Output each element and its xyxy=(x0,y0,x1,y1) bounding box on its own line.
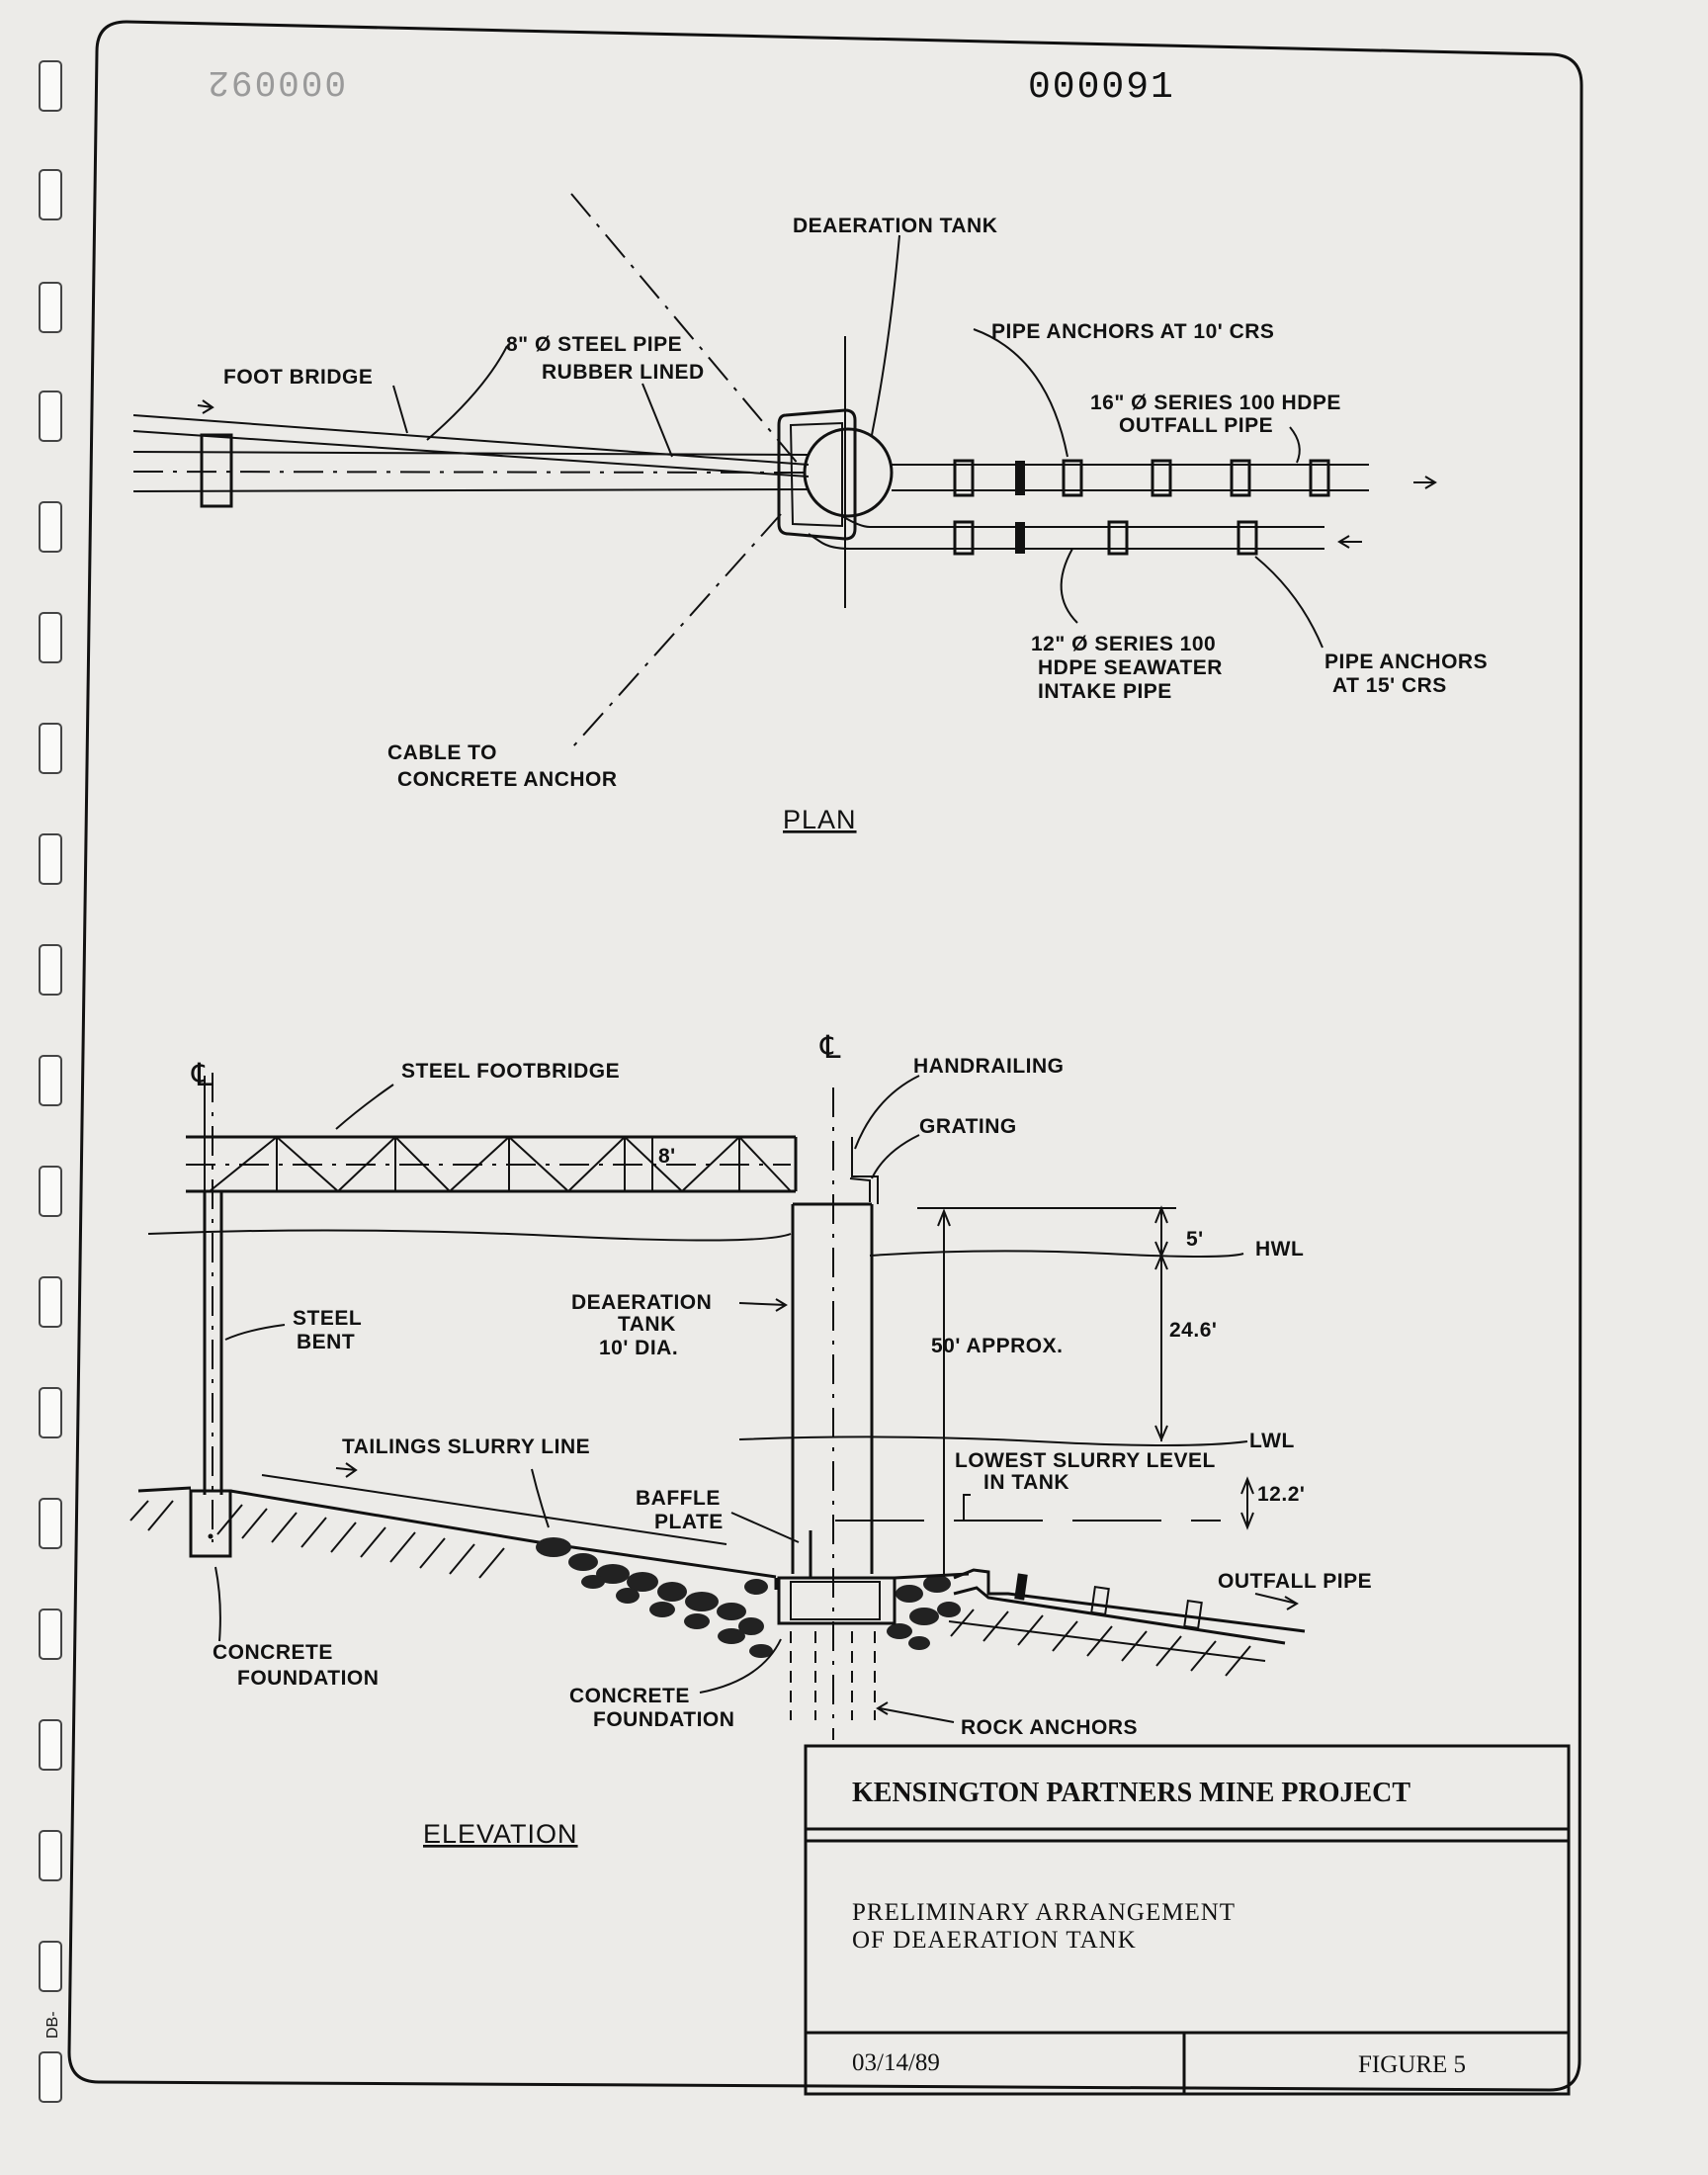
title-block-figure: FIGURE 5 xyxy=(1358,2051,1466,2078)
centerline-symbol-left: ℄ xyxy=(191,1057,213,1092)
centerline-symbol-tank: ℄ xyxy=(819,1029,841,1065)
elevation-labels: ℄ ℄ STEEL FOOTBRIDGE HANDRAILING GRATING… xyxy=(191,1029,1372,1849)
elevation-view xyxy=(129,1073,1306,1740)
label-hwl: HWL xyxy=(1255,1238,1304,1261)
label-in-tank: IN TANK xyxy=(983,1471,1069,1494)
label-50-approx: 50' APPROX. xyxy=(931,1335,1063,1357)
label-intake-pipe-size: 12" Ø SERIES 100 xyxy=(1031,633,1216,655)
plan-view xyxy=(132,193,1437,747)
label-steel-pipe: 8" Ø STEEL PIPE xyxy=(506,333,682,356)
margin-tag: DB- xyxy=(44,2011,61,2039)
ghost-sheet-number: 000092 xyxy=(206,61,346,102)
title-block-description-1: PRELIMINARY ARRANGEMENT xyxy=(852,1899,1236,1926)
label-dim-24-6: 24.6' xyxy=(1169,1319,1217,1342)
label-foot-bridge: FOOT BRIDGE xyxy=(223,366,373,389)
label-deaeration: DEAERATION xyxy=(571,1291,712,1314)
label-deaeration-tank: DEAERATION TANK xyxy=(793,215,997,237)
label-tailings-slurry-line: TAILINGS SLURRY LINE xyxy=(342,1436,590,1458)
label-rubber-lined: RUBBER LINED xyxy=(542,361,705,384)
label-concrete-foundation-left: CONCRETE xyxy=(213,1641,333,1664)
label-pipe-anchors-10: PIPE ANCHORS AT 10' CRS xyxy=(991,320,1274,343)
title-block: KENSINGTON PARTNERS MINE PROJECT PRELIMI… xyxy=(804,1744,1571,2096)
elevation-title: ELEVATION xyxy=(423,1819,578,1849)
label-pipe-anchors-15: PIPE ANCHORS xyxy=(1324,651,1488,673)
label-handrailing: HANDRAILING xyxy=(913,1055,1065,1078)
label-steel: STEEL xyxy=(293,1307,362,1330)
label-plate: PLATE xyxy=(654,1511,724,1533)
plan-labels: DEAERATION TANK FOOT BRIDGE 8" Ø STEEL P… xyxy=(223,215,1488,834)
plan-title: PLAN xyxy=(783,805,857,834)
sheet-number: 000091 xyxy=(1028,66,1175,109)
label-outfall-pipe-size: 16" Ø SERIES 100 HDPE xyxy=(1090,392,1341,414)
label-outfall-pipe-elev: OUTFALL PIPE xyxy=(1218,1570,1372,1593)
label-baffle: BAFFLE xyxy=(636,1487,721,1510)
label-tank-diameter: 10' DIA. xyxy=(599,1337,678,1359)
title-block-date: 03/14/89 xyxy=(852,2049,940,2076)
binder-holes xyxy=(39,60,62,2103)
drawing-border xyxy=(67,20,1583,2092)
label-intake-pipe: INTAKE PIPE xyxy=(1038,680,1172,703)
label-bent: BENT xyxy=(297,1331,355,1353)
label-grating: GRATING xyxy=(919,1115,1017,1138)
label-tank: TANK xyxy=(618,1313,676,1336)
label-truss-depth: 8' xyxy=(658,1145,676,1168)
label-foundation-left: FOUNDATION xyxy=(237,1667,379,1690)
label-outfall-pipe: OUTFALL PIPE xyxy=(1119,414,1273,437)
label-cable-to: CABLE TO xyxy=(387,741,497,764)
label-concrete-anchor: CONCRETE ANCHOR xyxy=(397,768,618,791)
label-at-15-crs: AT 15' CRS xyxy=(1332,674,1447,697)
label-concrete-foundation-mid: CONCRETE xyxy=(569,1685,690,1707)
label-lowest-slurry-level: LOWEST SLURRY LEVEL xyxy=(955,1449,1216,1472)
label-hdpe-seawater: HDPE SEAWATER xyxy=(1038,656,1223,679)
label-steel-footbridge: STEEL FOOTBRIDGE xyxy=(401,1060,620,1083)
label-lwl: LWL xyxy=(1249,1430,1295,1452)
label-rock-anchors: ROCK ANCHORS xyxy=(961,1716,1138,1739)
title-block-project: KENSINGTON PARTNERS MINE PROJECT xyxy=(852,1778,1410,1808)
rock-fill xyxy=(536,1537,961,1658)
label-dim-12-2: 12.2' xyxy=(1257,1483,1305,1506)
label-dim-5: 5' xyxy=(1186,1228,1204,1251)
title-block-description-2: OF DEAERATION TANK xyxy=(852,1927,1137,1954)
label-foundation-mid: FOUNDATION xyxy=(593,1708,734,1731)
